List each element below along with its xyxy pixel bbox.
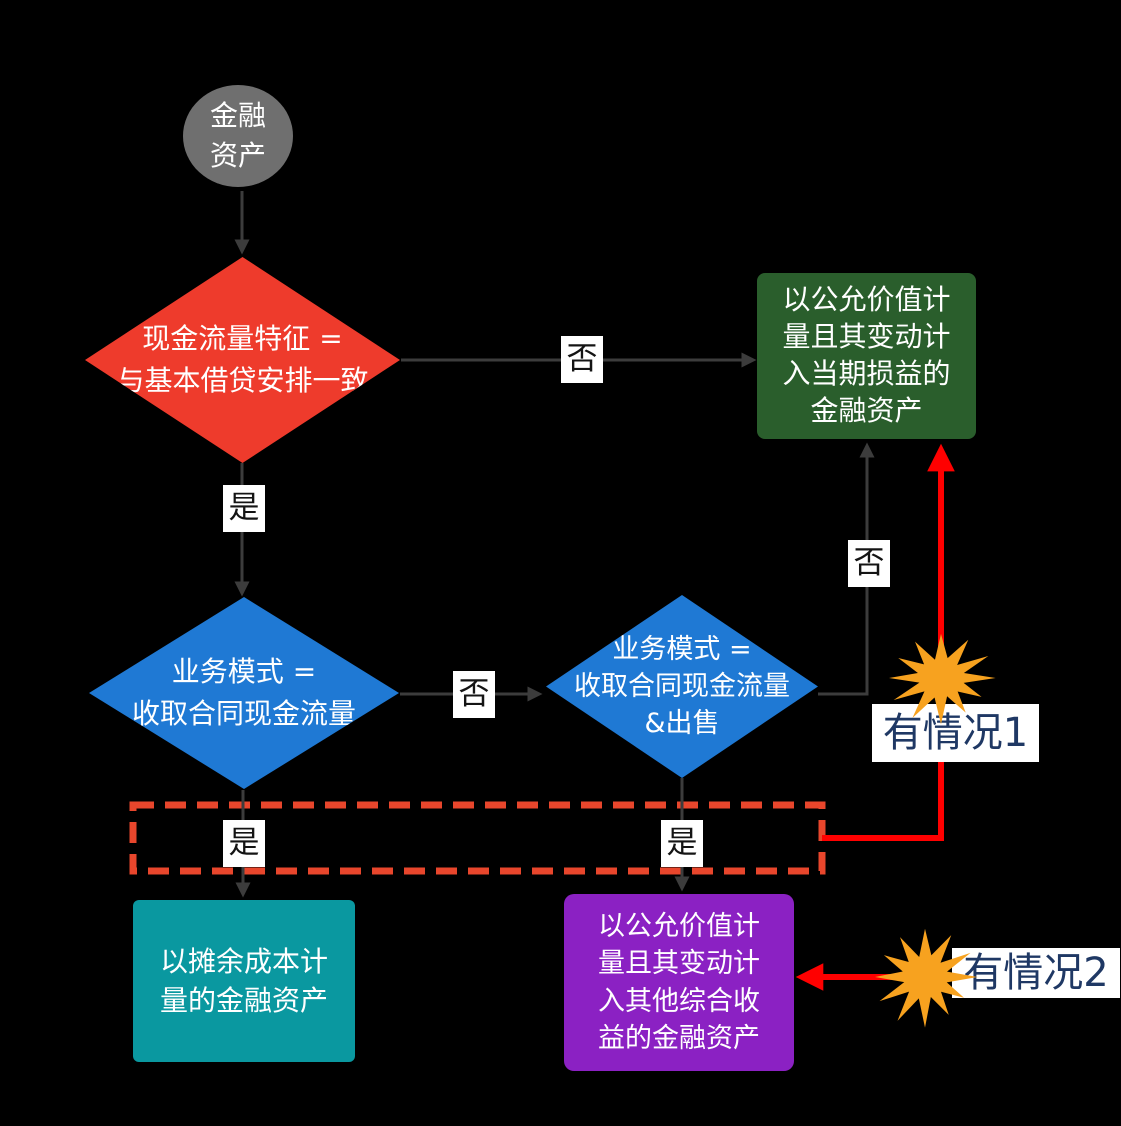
fvoci-box: 以公允价值计 量且其变动计 入其他综合收 益的金融资产 (564, 894, 794, 1071)
business-model-label: 业务模式 = 收取合同现金流量 (131, 655, 356, 730)
edge-label-yes-bm: 是 (223, 820, 265, 867)
amortized-cost-box: 以摊余成本计 量的金融资产 (133, 900, 355, 1062)
edge-label-no-cashflow: 否 (561, 336, 603, 383)
start-node-label: 金融 资产 (209, 99, 266, 172)
business-model-sell-diamond: 业务模式 = 收取合同现金流量 &出售 (546, 595, 818, 778)
start-node: 金融 资产 (183, 85, 293, 187)
callout-case1-label: 有情况1 (872, 704, 1039, 762)
highlight-arrow-case1 (822, 443, 955, 841)
fvoci-label: 以公允价值计 量且其变动计 入其他综合收 益的金融资产 (598, 911, 760, 1054)
edge-label-yes-bmsell: 是 (661, 820, 703, 867)
edge-label-no-bmsell: 否 (848, 540, 890, 587)
business-model-diamond: 业务模式 = 收取合同现金流量 (89, 597, 399, 789)
cashflow-test-diamond: 现金流量特征 = 与基本借贷安排一致 (85, 257, 400, 463)
edge-label-no-bm: 否 (453, 671, 495, 718)
edge-label-yes-cashflow: 是 (223, 485, 265, 532)
fvtpl-label: 以公允价值计 量且其变动计 入当期损益的 金融资产 (782, 283, 951, 427)
amortized-cost-label: 以摊余成本计 量的金融资产 (159, 944, 328, 1017)
fvtpl-box: 以公允价值计 量且其变动计 入当期损益的 金融资产 (757, 273, 976, 439)
cashflow-test-label: 现金流量特征 = 与基本借贷安排一致 (116, 322, 369, 397)
business-model-sell-label: 业务模式 = 收取合同现金流量 &出售 (574, 633, 790, 740)
callout-case2-label: 有情况2 (952, 948, 1120, 998)
